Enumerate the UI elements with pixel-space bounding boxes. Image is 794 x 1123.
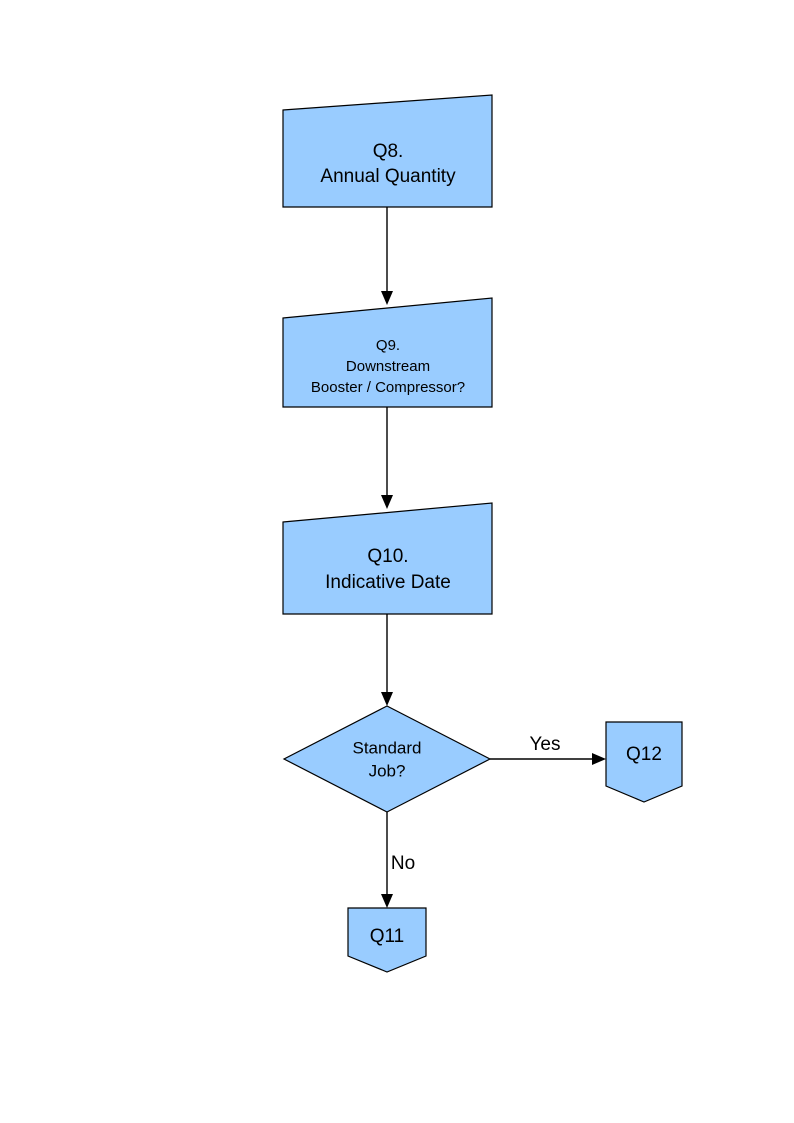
node-q11-label: Q11 xyxy=(370,926,405,947)
node-q9[interactable]: Q9. Downstream Booster / Compressor? xyxy=(282,297,493,408)
edge-decision-to-q12-arrowhead xyxy=(592,753,606,765)
node-q12[interactable]: Q12 xyxy=(605,721,683,803)
edge-decision-to-q11: No xyxy=(381,812,415,908)
node-q10-line2: Indicative Date xyxy=(325,572,451,593)
node-decision-line2: Job? xyxy=(369,761,406,780)
node-q8-line2: Annual Quantity xyxy=(320,166,456,187)
edge-q10-to-decision xyxy=(381,614,393,706)
edge-decision-to-q11-arrowhead xyxy=(381,894,393,908)
edge-q9-to-q10-arrowhead xyxy=(381,495,393,509)
node-q12-shape[interactable] xyxy=(605,721,683,803)
node-q9-shape[interactable] xyxy=(282,297,493,408)
node-q10[interactable]: Q10. Indicative Date xyxy=(282,502,493,615)
node-q8[interactable]: Q8. Annual Quantity xyxy=(282,94,493,208)
node-q12-label: Q12 xyxy=(626,744,662,765)
node-decision-line1: Standard xyxy=(353,738,422,757)
node-q11-shape[interactable] xyxy=(347,907,427,973)
node-q10-shape[interactable] xyxy=(282,502,493,615)
node-q11[interactable]: Q11 xyxy=(347,907,427,973)
edge-label-yes: Yes xyxy=(530,734,561,755)
node-q10-line1: Q10. xyxy=(367,546,408,567)
node-decision-standard-job[interactable]: Standard Job? xyxy=(282,705,492,813)
edge-label-no: No xyxy=(391,853,415,874)
node-q9-line3: Booster / Compressor? xyxy=(311,379,465,396)
node-q9-line2: Downstream xyxy=(346,358,430,375)
edge-q9-to-q10 xyxy=(381,407,393,509)
edge-decision-to-q12: Yes xyxy=(490,734,606,765)
edge-q8-to-q9 xyxy=(381,207,393,305)
node-q8-shape[interactable] xyxy=(282,94,493,208)
edge-q10-to-decision-arrowhead xyxy=(381,692,393,706)
node-decision-shape[interactable] xyxy=(282,705,492,813)
node-q9-line1: Q9. xyxy=(376,337,400,354)
edge-q8-to-q9-arrowhead xyxy=(381,291,393,305)
node-q8-line1: Q8. xyxy=(373,141,404,162)
